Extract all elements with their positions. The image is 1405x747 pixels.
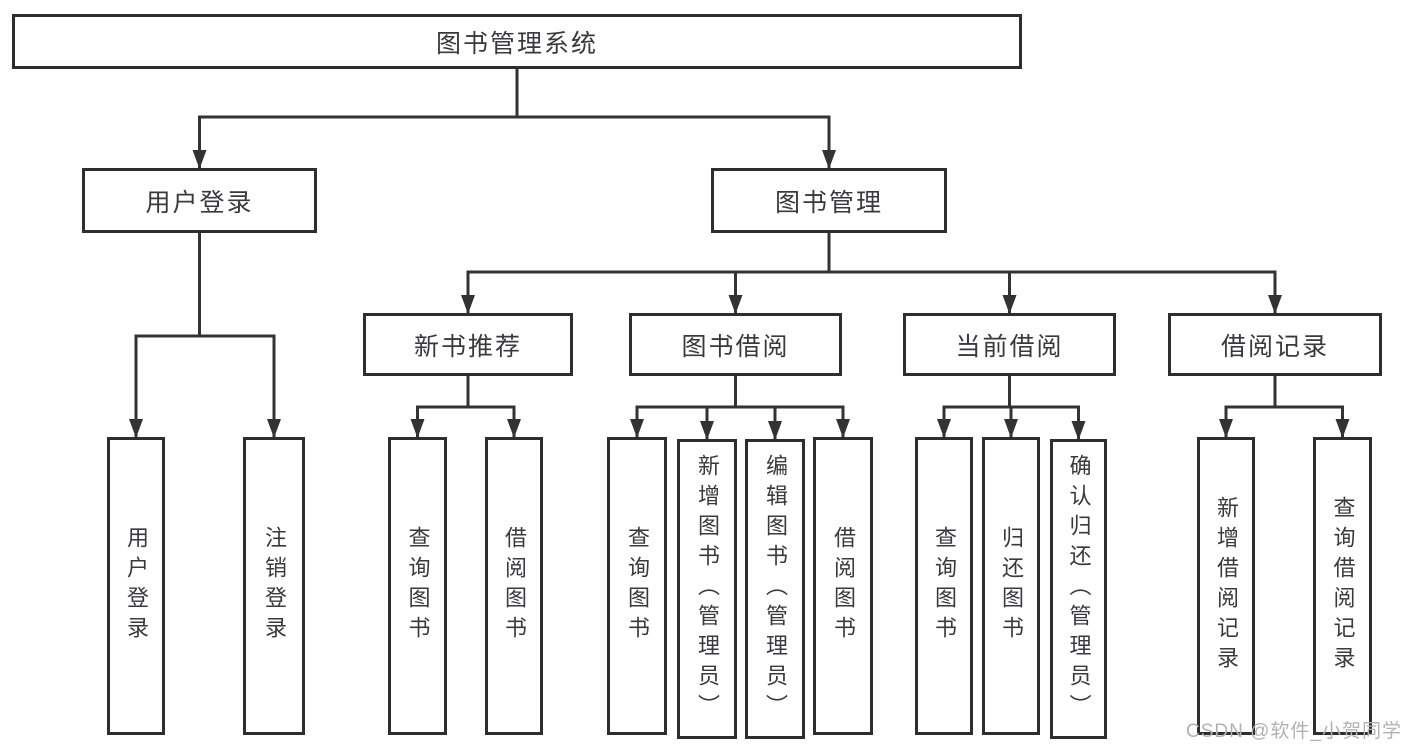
- node-label-nb-query: 查询图书: [405, 526, 431, 646]
- node-label-bb-borrow: 借阅图书: [831, 526, 856, 646]
- arrowhead-icon: [1335, 419, 1350, 438]
- node-nb-query: 查询图书: [388, 437, 447, 735]
- arrowhead-icon: [1268, 295, 1282, 314]
- node-leaf-user-login: 用户登录: [107, 437, 165, 735]
- node-label-user-login: 用户登录: [145, 188, 254, 217]
- node-current-borrow: 当前借阅: [903, 313, 1116, 376]
- node-label-leaf-user-login: 用户登录: [124, 526, 149, 646]
- arrowhead-icon: [836, 419, 850, 438]
- node-label-book-borrow: 图书借阅: [681, 332, 790, 361]
- node-label-root: 图书管理系统: [435, 29, 598, 58]
- arrowhead-icon: [1002, 295, 1017, 314]
- node-nb-borrow: 借阅图书: [485, 437, 543, 735]
- node-cb-query: 查询图书: [915, 437, 973, 735]
- node-br-add: 新增借阅记录: [1197, 437, 1255, 735]
- arrowhead-icon: [768, 421, 782, 440]
- node-label-br-add: 新增借阅记录: [1214, 496, 1239, 676]
- node-leaf-logout: 注销登录: [243, 437, 305, 735]
- arrowhead-icon: [822, 150, 836, 169]
- arrowhead-icon: [1004, 419, 1018, 438]
- arrowhead-icon: [129, 419, 143, 438]
- node-label-nb-borrow: 借阅图书: [502, 526, 527, 646]
- arrowhead-icon: [700, 421, 714, 440]
- node-root: 图书管理系统: [12, 14, 1022, 69]
- node-cb-return: 归还图书: [982, 437, 1040, 735]
- node-label-cb-query: 查询图书: [932, 526, 957, 646]
- node-bb-edit: 编辑图书（管理员）: [745, 439, 805, 739]
- arrowhead-icon: [507, 419, 521, 438]
- node-borrow-records: 借阅记录: [1168, 313, 1382, 376]
- node-user-login: 用户登录: [82, 168, 317, 233]
- node-label-book-mgmt: 图书管理: [774, 188, 883, 217]
- node-label-bb-query: 查询图书: [625, 526, 650, 646]
- node-label-borrow-records: 借阅记录: [1220, 332, 1329, 361]
- arrowhead-icon: [192, 150, 207, 169]
- node-bb-borrow: 借阅图书: [813, 437, 873, 735]
- node-book-borrow: 图书借阅: [629, 313, 842, 376]
- node-bb-query: 查询图书: [607, 437, 667, 735]
- arrowhead-icon: [267, 419, 281, 438]
- arrowhead-icon: [728, 295, 743, 314]
- arrowhead-icon: [1219, 419, 1233, 438]
- node-book-mgmt: 图书管理: [711, 168, 947, 233]
- node-label-bb-add: 新增图书（管理员）: [695, 454, 720, 724]
- node-label-cb-return: 归还图书: [999, 526, 1024, 646]
- node-label-leaf-logout: 注销登录: [262, 526, 287, 646]
- node-br-query: 查询借阅记录: [1313, 437, 1372, 735]
- arrowhead-icon: [630, 419, 644, 438]
- arrowhead-icon: [1071, 421, 1086, 440]
- node-label-new-book-rec: 新书推荐: [413, 332, 522, 361]
- node-new-book-rec: 新书推荐: [363, 313, 573, 376]
- arrowhead-icon: [937, 419, 951, 438]
- node-bb-add: 新增图书（管理员）: [677, 439, 737, 739]
- arrowhead-icon: [410, 419, 425, 438]
- node-label-current-borrow: 当前借阅: [955, 332, 1064, 361]
- node-label-bb-edit: 编辑图书（管理员）: [763, 454, 788, 724]
- node-label-br-query: 查询借阅记录: [1330, 496, 1356, 676]
- watermark-text: CSDN @软件_小贺同学: [1186, 721, 1402, 742]
- node-cb-confirm: 确认归还（管理员）: [1050, 439, 1107, 739]
- arrowhead-icon: [461, 295, 475, 314]
- node-label-cb-confirm: 确认归还（管理员）: [1066, 454, 1092, 724]
